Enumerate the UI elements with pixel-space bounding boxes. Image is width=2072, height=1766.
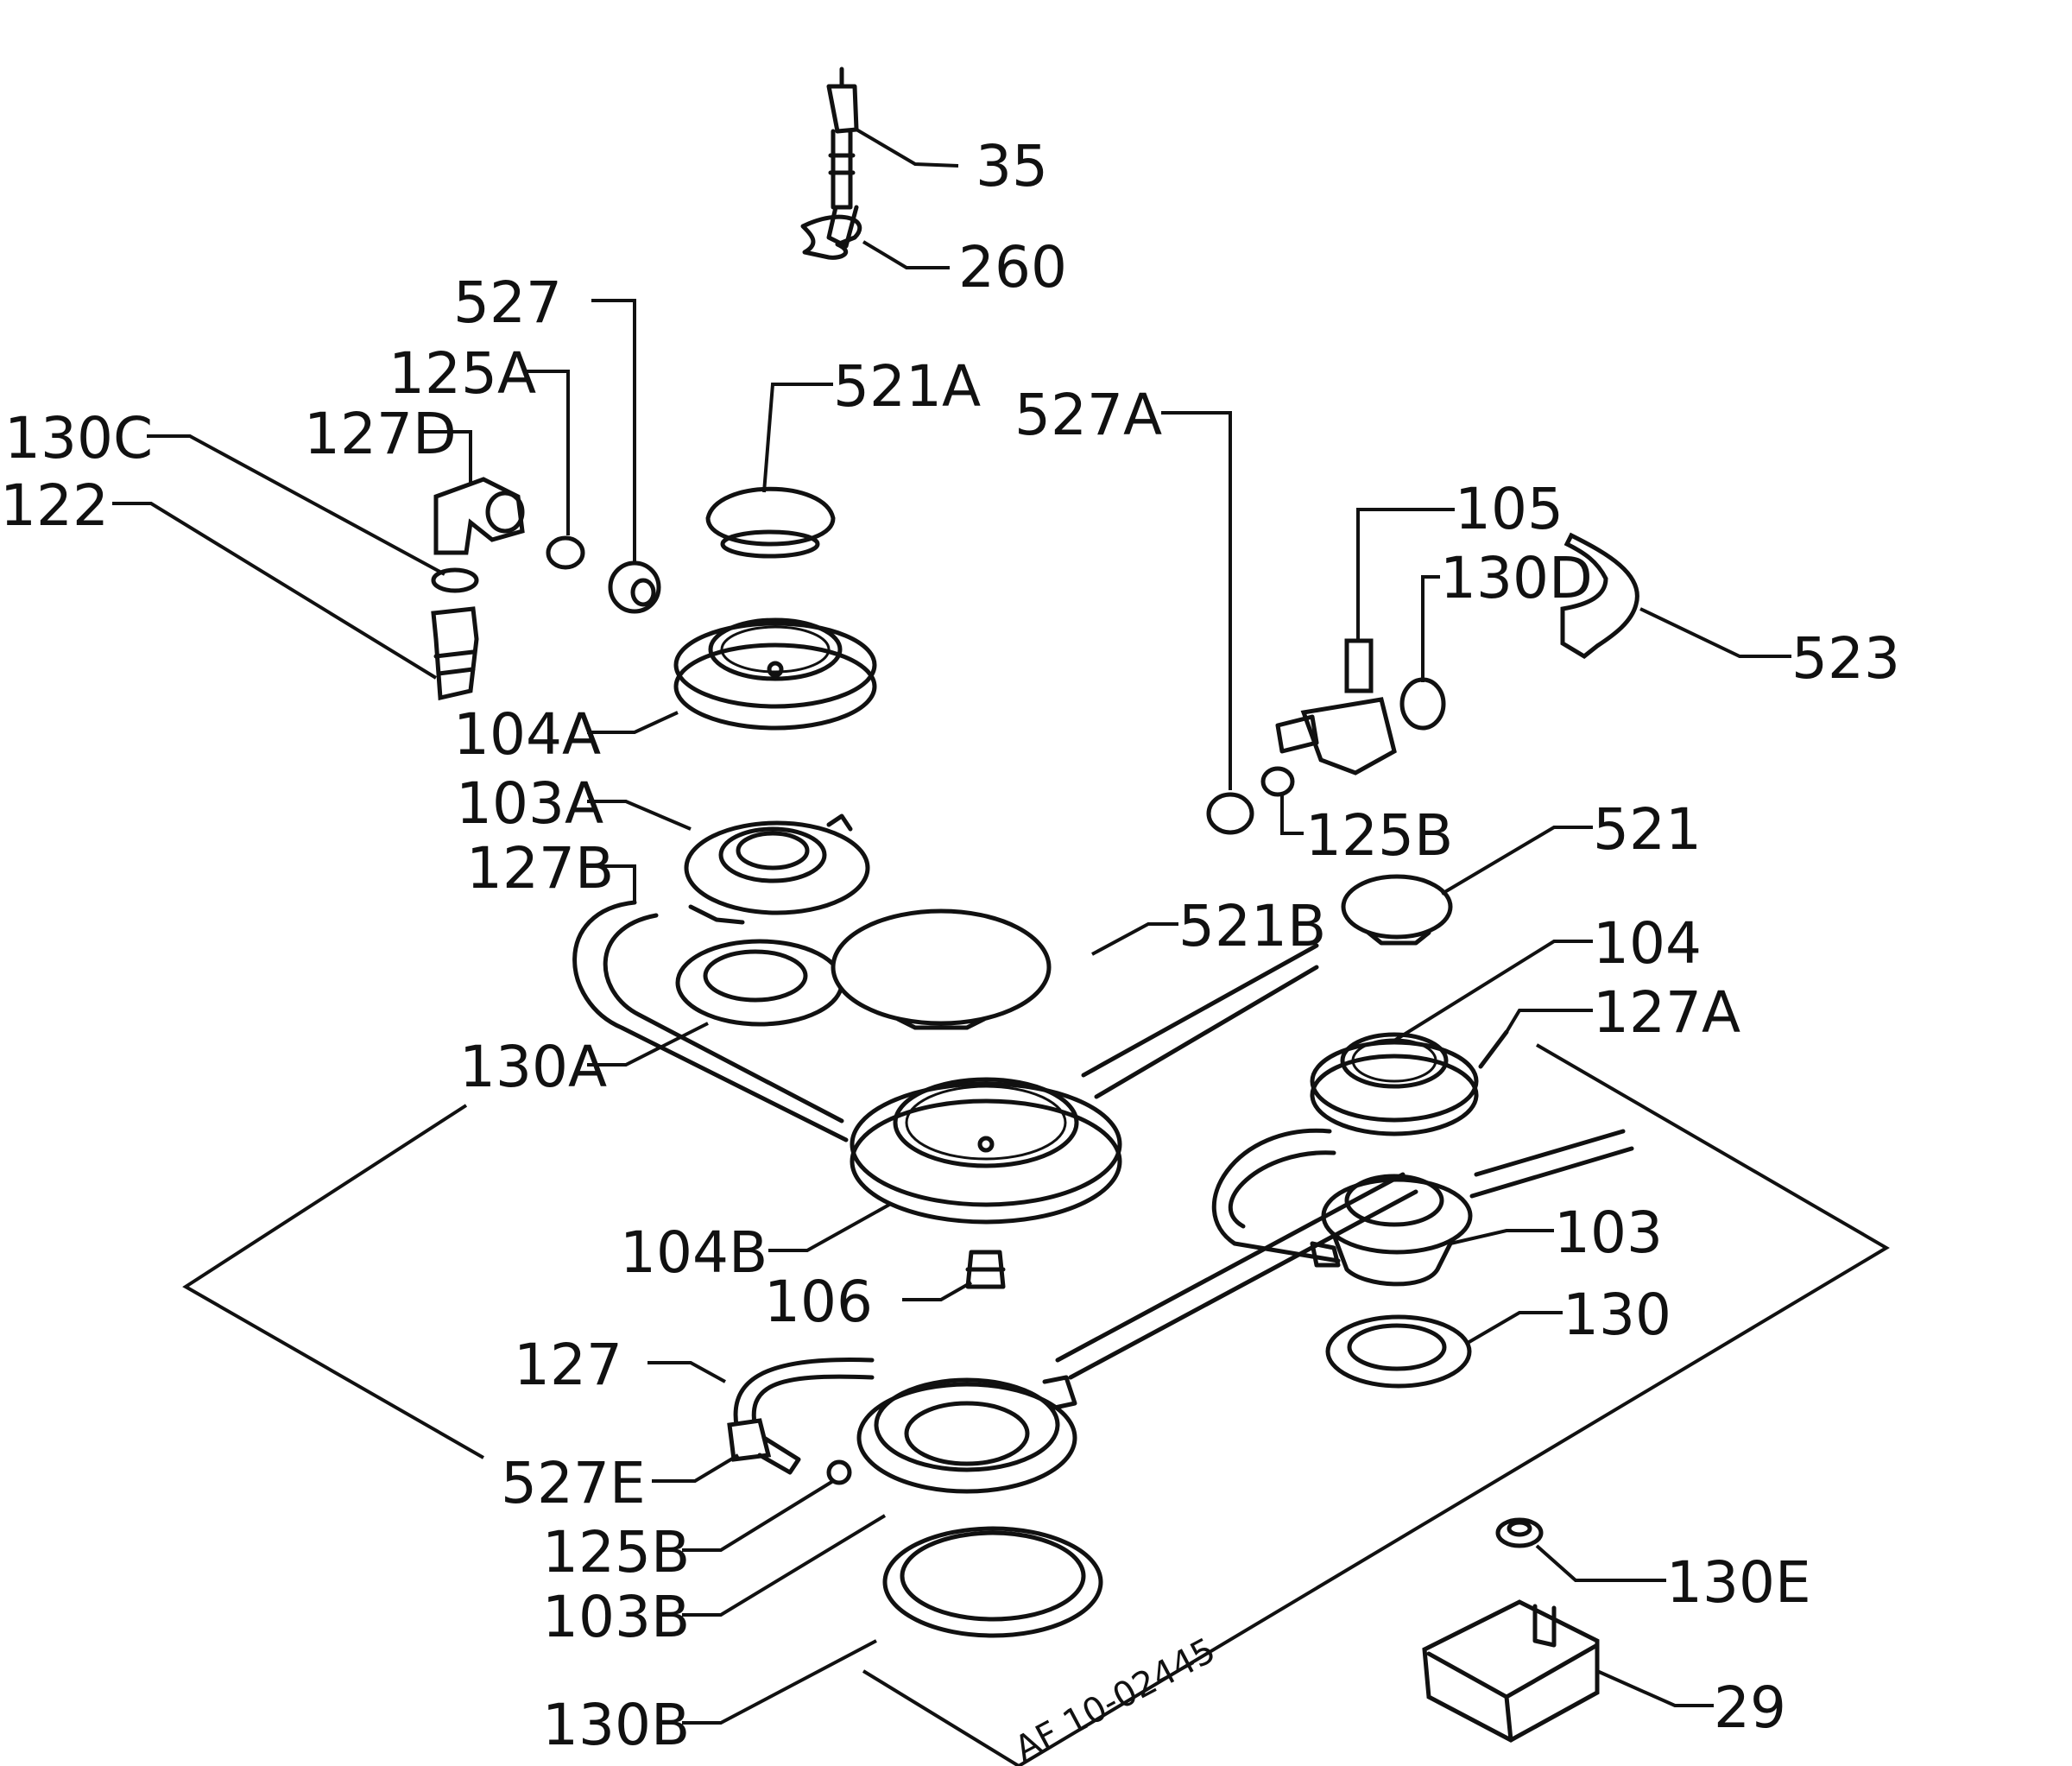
callout-130D: 130D — [1440, 545, 1593, 611]
callout-527A: 527A — [1014, 382, 1162, 448]
gas-tap-cluster — [1206, 532, 1639, 835]
burner-cap-large — [831, 908, 1052, 1030]
grommet — [1495, 1517, 1544, 1548]
callout-527E: 527E — [501, 1450, 646, 1516]
callout-29: 29 — [1714, 1674, 1786, 1741]
callout-127D: 127D — [304, 401, 457, 467]
callout-260: 260 — [958, 234, 1067, 301]
burner-cap-right — [1341, 874, 1453, 946]
callout-127: 127 — [514, 1332, 622, 1398]
burner-body-small — [684, 813, 870, 925]
callout-104A: 104A — [453, 701, 601, 768]
burner-head-right — [1310, 1032, 1479, 1136]
callout-127B: 127B — [466, 835, 614, 902]
ignition-unit — [1422, 1599, 1600, 1743]
injector — [965, 1250, 1006, 1289]
callout-127A: 127A — [1593, 979, 1740, 1046]
gasket-small — [675, 939, 844, 1027]
gas-pipes — [572, 900, 1634, 1380]
callout-103: 103 — [1554, 1199, 1663, 1266]
callout-521B: 521B — [1178, 893, 1326, 959]
callout-35: 35 — [976, 133, 1048, 199]
burner-body-large — [856, 1375, 1077, 1494]
callout-527: 527 — [453, 269, 562, 336]
callout-130C: 130C — [4, 405, 153, 472]
hob-plate-outline — [182, 1043, 1890, 1766]
callout-125B-bottom: 125B — [542, 1519, 690, 1586]
callout-130E: 130E — [1666, 1549, 1811, 1616]
callout-521: 521 — [1593, 796, 1702, 863]
leader-lines — [112, 128, 1791, 1725]
callout-104: 104 — [1593, 910, 1702, 977]
callout-130A: 130A — [459, 1034, 607, 1100]
callout-130B: 130B — [542, 1692, 690, 1758]
callout-labels: 35 260 527 125A 521A 527A 130C 127D 122 … — [0, 133, 1900, 1758]
callout-103B: 103B — [542, 1584, 690, 1650]
callout-125B-top: 125B — [1305, 802, 1453, 869]
callout-523: 523 — [1791, 625, 1900, 692]
electrode-clip — [800, 214, 862, 260]
drawing-reference: AF 10-02445 — [1008, 1630, 1222, 1766]
gasket-right — [1325, 1314, 1472, 1389]
callout-106: 106 — [764, 1269, 873, 1335]
gas-tube-assembly — [727, 1357, 875, 1485]
burner-head-large — [850, 1077, 1122, 1225]
callout-105: 105 — [1455, 476, 1563, 542]
burner-head-small — [673, 617, 877, 731]
callout-103A: 103A — [456, 770, 603, 837]
burner-body-right — [1310, 1174, 1473, 1287]
callout-122: 122 — [0, 472, 109, 539]
callout-125A: 125A — [388, 340, 536, 407]
callout-521A: 521A — [833, 353, 981, 420]
fitting-cluster-left — [431, 477, 661, 701]
burner-cap-small — [705, 486, 836, 559]
callout-104B: 104B — [620, 1219, 768, 1286]
callout-130: 130 — [1563, 1282, 1671, 1348]
gasket-large — [882, 1526, 1103, 1638]
